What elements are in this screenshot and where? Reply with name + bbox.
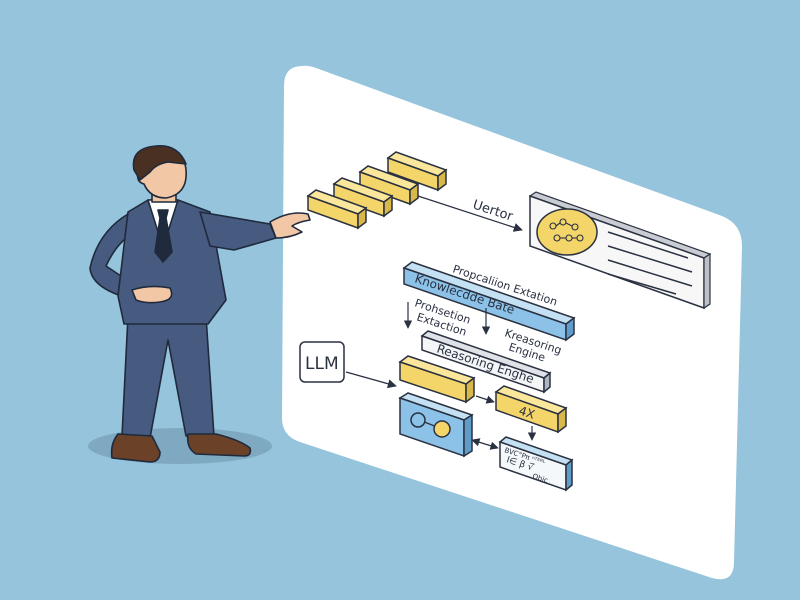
arrow-to-vector-card [417, 195, 523, 232]
yellow-block-stack [306, 151, 448, 230]
block-4x-label: 4X [517, 404, 536, 422]
toggle-icon [410, 412, 451, 438]
presenter-right-arm [199, 211, 277, 251]
presenter-tie [154, 209, 173, 263]
presenter-right-hand [269, 212, 311, 239]
formula-card [498, 436, 574, 492]
yellow-block-4 [306, 189, 368, 230]
text-line-2 [607, 245, 693, 273]
presenter-left-hand [131, 285, 173, 304]
toggle-card [398, 392, 474, 458]
arrow-llm-to-block [345, 371, 397, 389]
yellow-block-1 [386, 151, 448, 192]
yellow-block-2 [358, 165, 420, 206]
presentation-board [282, 65, 742, 580]
text-line-4 [607, 273, 677, 295]
presenter-hair [132, 145, 187, 181]
llm-box: LLM [299, 341, 345, 383]
presenter-left-shoe [110, 433, 161, 463]
text-line-3 [607, 259, 693, 287]
yellow-block-4x [494, 385, 568, 434]
yellow-block-3 [332, 177, 394, 218]
yellow-block-left [398, 355, 476, 404]
presenter-right-shoe [186, 433, 252, 457]
llm-label: LLM [305, 354, 339, 374]
molecule-icon [536, 208, 598, 256]
vector-card [528, 191, 712, 310]
arrow-toggle-to-formula [471, 438, 499, 450]
knowledge-base-bar [402, 261, 576, 342]
reasoning-engine-bar [420, 330, 552, 394]
presenter-legs [121, 315, 215, 439]
presenter-figure [89, 145, 311, 463]
arrow-block-to-4x [475, 395, 495, 404]
text-line-1 [607, 231, 689, 259]
